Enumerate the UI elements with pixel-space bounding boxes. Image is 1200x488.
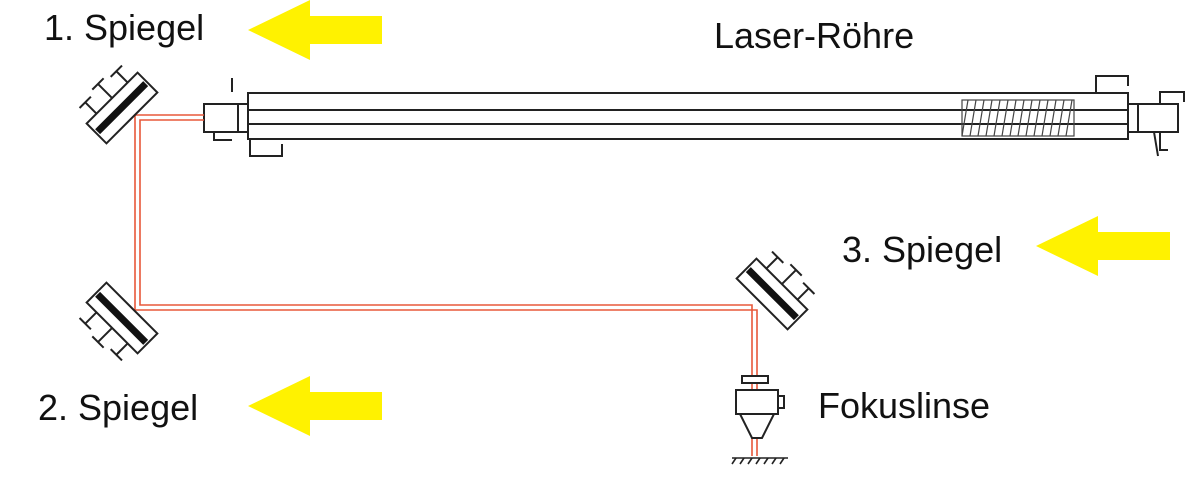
mirror-2 (71, 281, 159, 369)
label-mirror-3: 3. Spiegel (842, 229, 1003, 270)
label-focus-lens: Fokuslinse (818, 385, 991, 426)
label-mirror-1: 1. Spiegel (44, 7, 205, 48)
laser-beam (134, 114, 758, 456)
tube-coil (961, 99, 1075, 137)
yellow-arrow-left-icon (248, 376, 382, 436)
mirror-3 (735, 243, 823, 331)
mirror-1 (71, 57, 159, 145)
yellow-arrow-left-icon (1036, 216, 1170, 276)
focus-lens-head (735, 375, 785, 439)
yellow-arrow-left-icon (248, 0, 382, 60)
label-mirror-2: 2. Spiegel (38, 387, 199, 428)
workpiece-surface (731, 457, 788, 465)
label-tube: Laser-Röhre (714, 15, 915, 56)
